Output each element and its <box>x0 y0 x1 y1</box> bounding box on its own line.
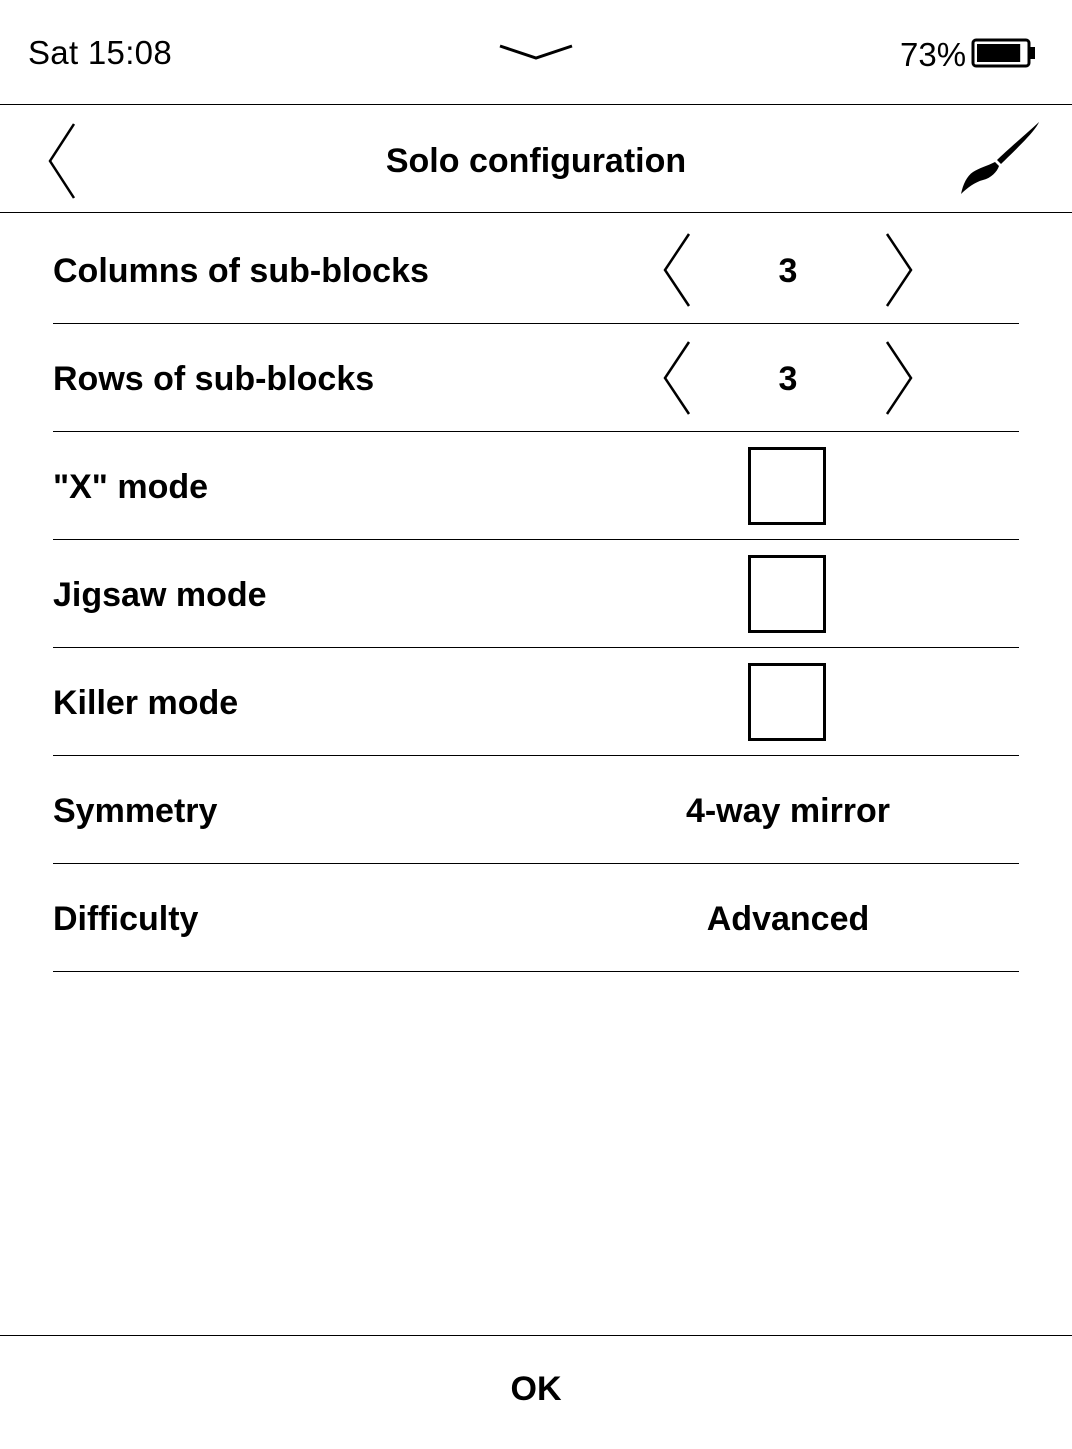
difficulty-row: Difficulty Advanced <box>53 864 1019 972</box>
killer-mode-row: Killer mode <box>53 648 1019 756</box>
status-bar: Sat 15:08 73% <box>0 0 1072 105</box>
battery-icon <box>971 38 1035 68</box>
rows-value: 3 <box>778 360 798 398</box>
chevron-down-icon[interactable] <box>498 40 574 64</box>
difficulty-label: Difficulty <box>53 900 199 938</box>
x-mode-label: "X" mode <box>53 468 209 506</box>
rows-label: Rows of sub-blocks <box>53 360 375 398</box>
status-time: Sat 15:08 <box>28 34 172 71</box>
jigsaw-mode-checkbox[interactable] <box>748 555 826 633</box>
chevron-left-icon[interactable] <box>44 122 84 200</box>
ok-button[interactable]: OK <box>510 1370 562 1408</box>
rows-decrement-icon[interactable] <box>661 340 701 416</box>
difficulty-select[interactable]: Advanced <box>706 900 870 938</box>
symmetry-row: Symmetry 4-way mirror <box>53 756 1019 864</box>
symmetry-label: Symmetry <box>53 792 218 830</box>
columns-value: 3 <box>778 252 798 290</box>
x-mode-checkbox[interactable] <box>748 447 826 525</box>
x-mode-row: "X" mode <box>53 432 1019 540</box>
killer-mode-label: Killer mode <box>53 684 239 722</box>
columns-increment-icon[interactable] <box>875 232 915 308</box>
settings-list: Columns of sub-blocks 3 Rows of sub-bloc… <box>53 216 1019 972</box>
columns-label: Columns of sub-blocks <box>53 252 429 290</box>
title-bar: Solo configuration <box>0 105 1072 213</box>
columns-row: Columns of sub-blocks 3 <box>53 216 1019 324</box>
killer-mode-checkbox[interactable] <box>748 663 826 741</box>
rows-stepper: 3 <box>661 340 915 416</box>
columns-decrement-icon[interactable] <box>661 232 701 308</box>
paintbrush-icon[interactable] <box>955 120 1043 198</box>
jigsaw-mode-label: Jigsaw mode <box>53 576 267 614</box>
symmetry-select[interactable]: 4-way mirror <box>685 792 891 830</box>
columns-stepper: 3 <box>661 232 915 308</box>
rows-increment-icon[interactable] <box>875 340 915 416</box>
battery-percent: 73% <box>900 36 967 73</box>
jigsaw-mode-row: Jigsaw mode <box>53 540 1019 648</box>
footer: OK <box>0 1335 1072 1448</box>
page-title: Solo configuration <box>385 142 687 180</box>
rows-row: Rows of sub-blocks 3 <box>53 324 1019 432</box>
